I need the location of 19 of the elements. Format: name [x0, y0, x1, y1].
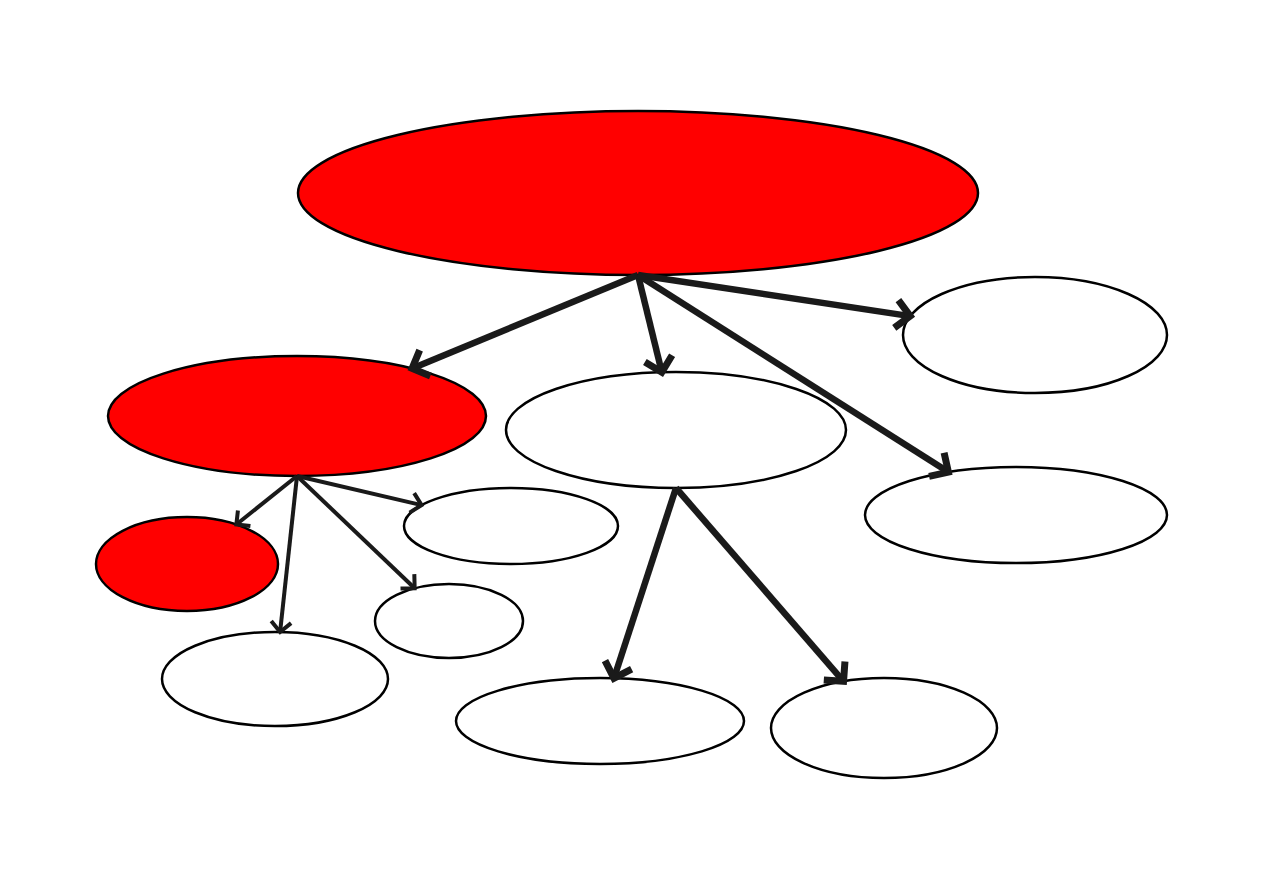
- ellipse-node: [903, 277, 1167, 393]
- arrow: [601, 487, 680, 682]
- arrow: [408, 272, 640, 380]
- ellipse-node: [108, 356, 486, 476]
- arrow: [269, 475, 299, 635]
- ellipse-node: [771, 678, 997, 778]
- ellipse-node: [298, 111, 978, 275]
- ellipse-node: [96, 517, 278, 611]
- ellipse-node: [865, 467, 1167, 563]
- ellipse-node: [375, 584, 523, 658]
- arrow: [296, 474, 424, 515]
- ellipse-node: [506, 372, 846, 488]
- ellipse-node: [456, 678, 744, 764]
- arrow: [637, 271, 914, 332]
- arrow: [234, 474, 299, 529]
- arrow: [295, 474, 417, 591]
- ellipse-node: [404, 488, 618, 564]
- arrow: [673, 485, 849, 685]
- ellipse-node: [162, 632, 388, 726]
